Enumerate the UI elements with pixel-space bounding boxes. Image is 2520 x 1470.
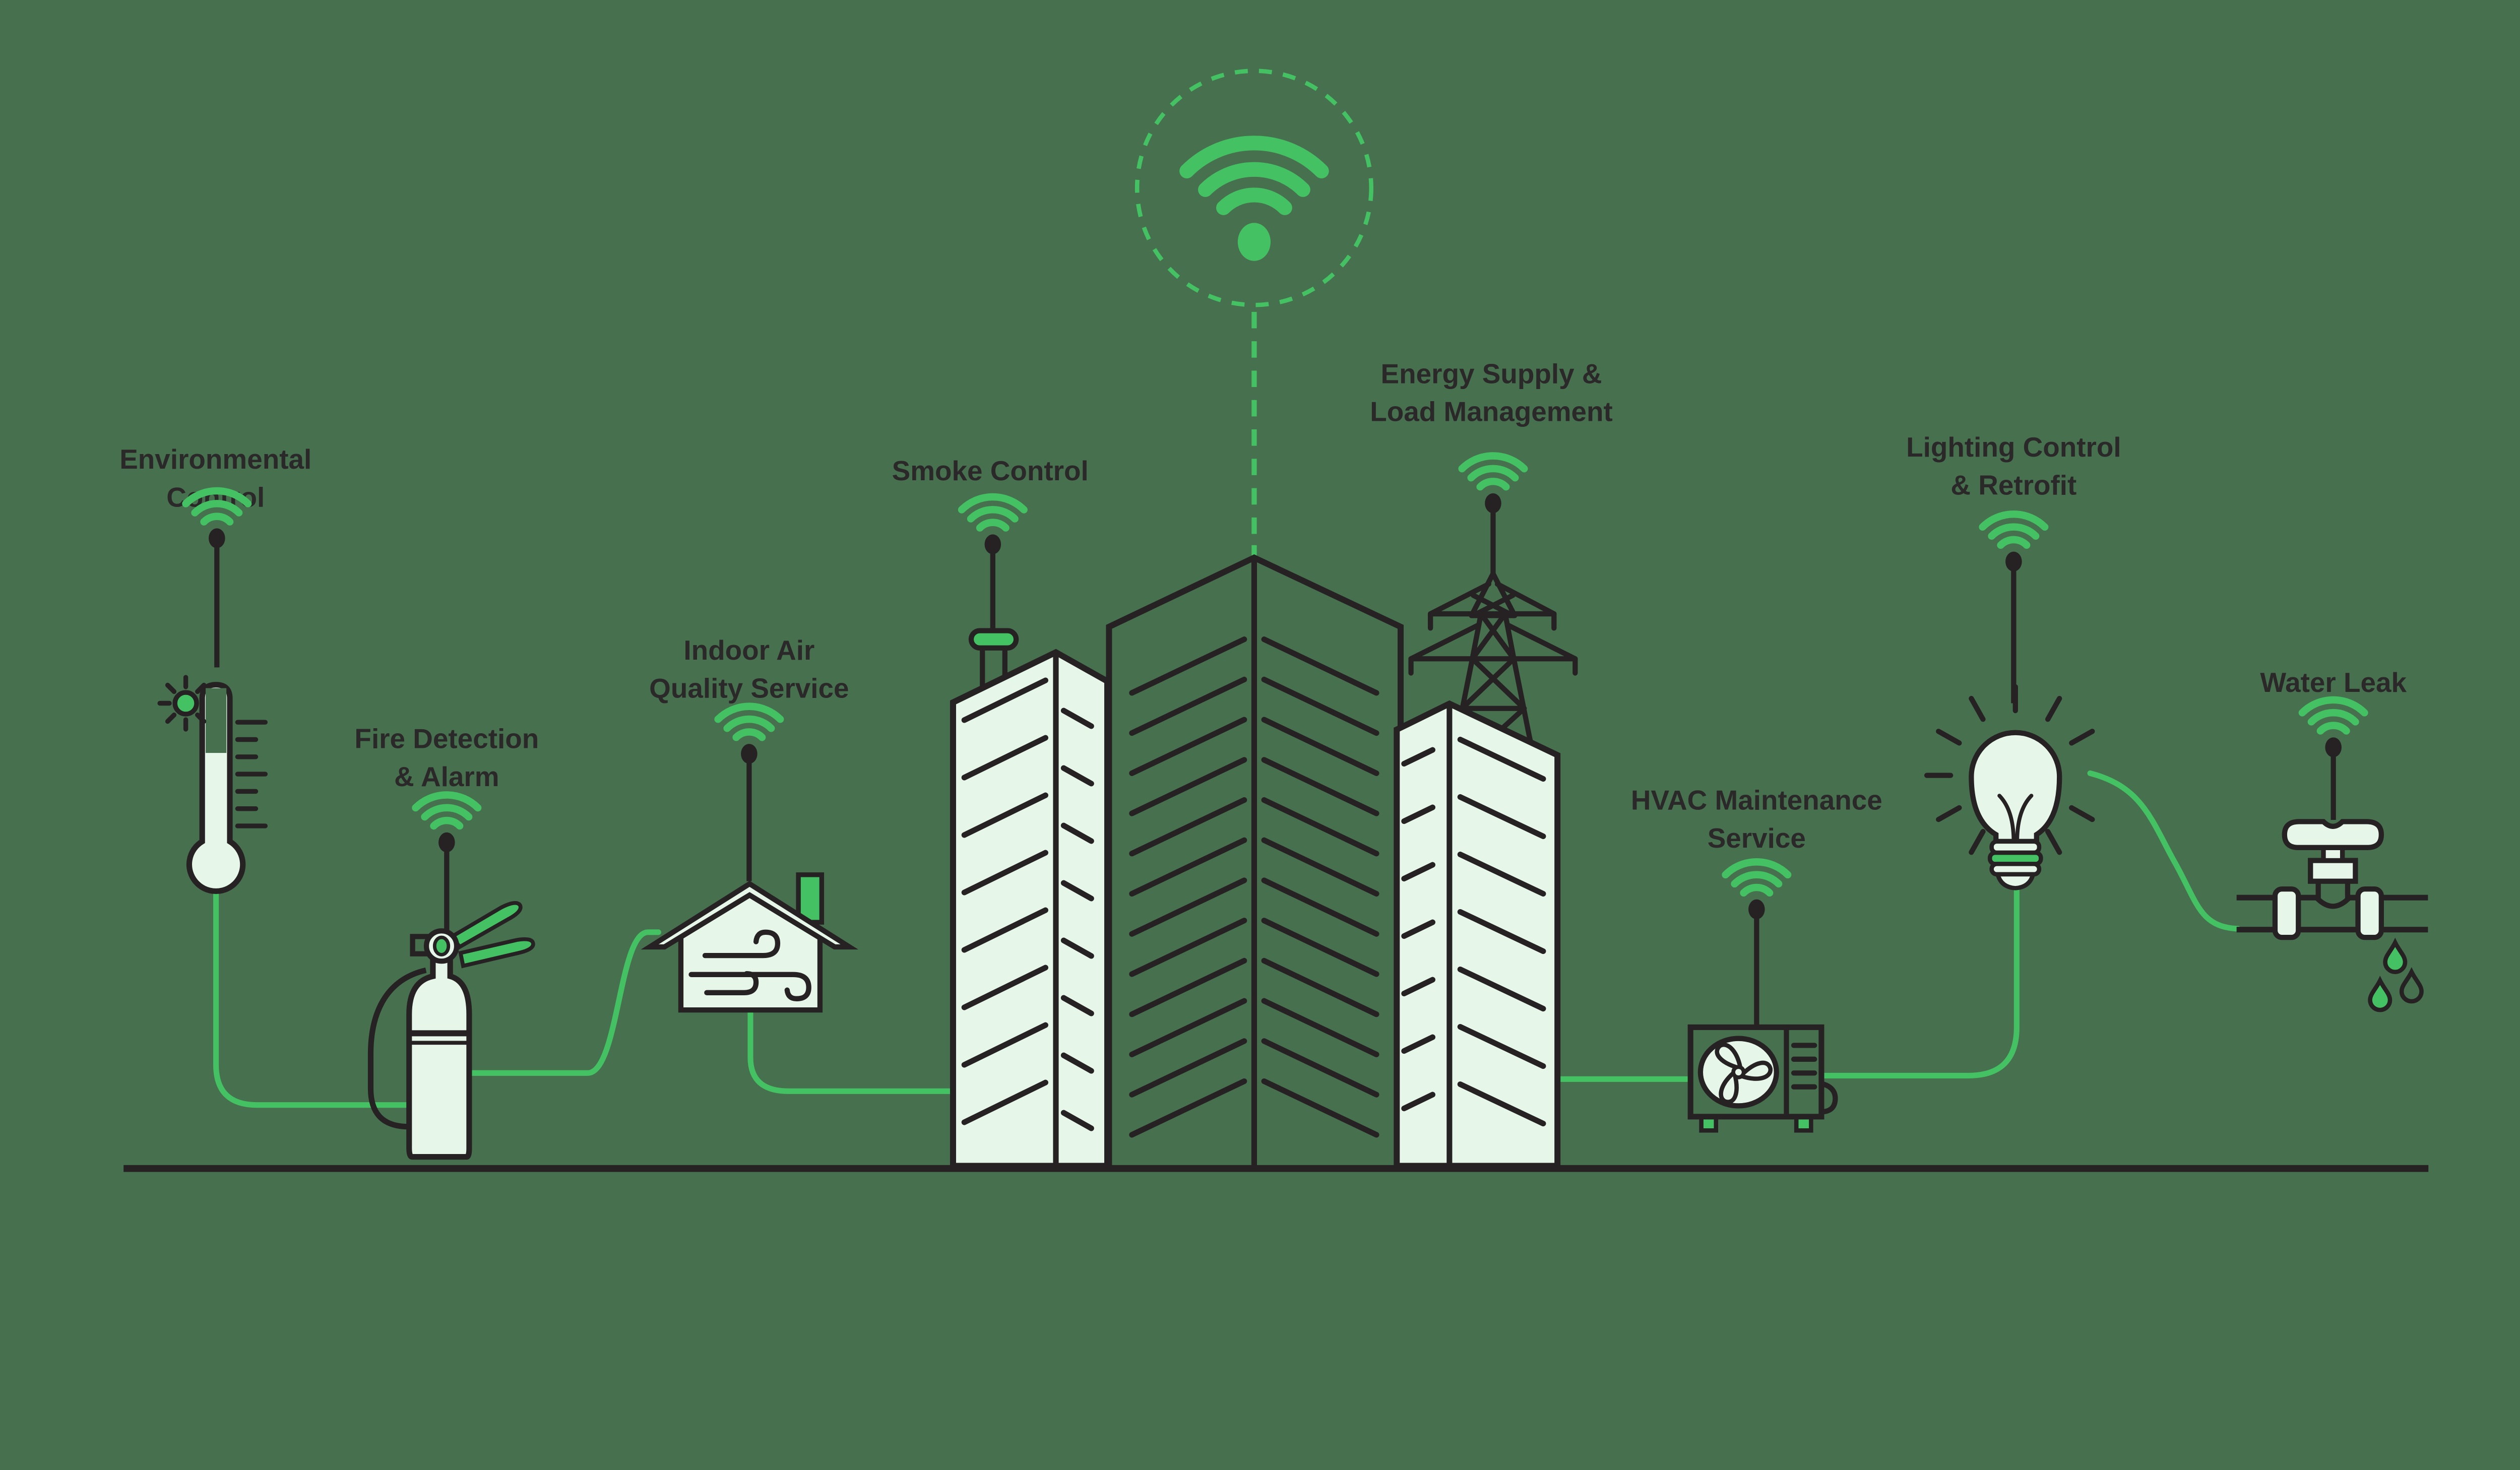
water-valve-icon (2236, 819, 2428, 1010)
extinguisher-lever-top (449, 901, 523, 949)
dashed-circle (1135, 69, 1374, 307)
thermometer-ticks (235, 720, 268, 828)
label-indoor-air-2: Quality Service (649, 672, 849, 704)
airflow-swirls (688, 929, 811, 1001)
building-right-stripes (1401, 736, 1546, 1127)
light-bulb-icon (1924, 684, 2095, 890)
wifi-hub (1135, 69, 1374, 559)
bulb-globe (1969, 730, 2062, 844)
label-fire-detection-2: & Alarm (394, 761, 499, 792)
label-environmental-control-1: Environmental (119, 443, 311, 475)
house-airflow-icon (641, 872, 859, 1013)
label-lighting-1: Lighting Control (1906, 431, 2121, 463)
service-wifi-markers (186, 456, 2365, 1025)
building-vent-icon (968, 628, 1019, 690)
connector-lines (213, 770, 2241, 1108)
infographic-canvas: Environmental Control Fire Detection & A… (119, 69, 2429, 1172)
extinguisher-tank (406, 956, 472, 1160)
label-environmental-control-2: Control (166, 481, 265, 513)
thermometer-icon (157, 675, 268, 894)
bulb-filament (1997, 794, 2034, 842)
bulb-base-tip (1995, 872, 2036, 890)
hvac-vents (1791, 1043, 1817, 1090)
wire-extinguisher-house (466, 929, 661, 1076)
label-smoke-control: Smoke Control (892, 455, 1089, 486)
label-energy-supply-2: Load Management (1370, 396, 1613, 427)
building-left-body (950, 649, 1110, 1169)
hvac-unit-icon (1687, 1024, 1838, 1133)
label-energy-supply-1: Energy Supply & (1381, 358, 1602, 389)
building-left-stripes (961, 677, 1094, 1131)
sun-icon (157, 675, 207, 732)
label-water-leak: Water Leak (2260, 667, 2407, 698)
wire-thermo-extinguisher (213, 886, 414, 1108)
valve-flange (2308, 858, 2358, 884)
bulb-rays (1924, 684, 2095, 855)
fire-extinguisher-icon (367, 901, 535, 1160)
label-fire-detection-1: Fire Detection (354, 723, 539, 754)
fan-icon (1715, 1042, 1773, 1104)
label-hvac-2: Service (1708, 822, 1806, 854)
label-hvac-1: HVAC Maintenance (1631, 784, 1882, 815)
pipe-coupling (2355, 886, 2384, 940)
hvac-pipe-handle (1819, 1080, 1838, 1115)
smart-building-diagram: Environmental Control Fire Detection & A… (119, 69, 2429, 1172)
thermometer-empty (206, 688, 227, 753)
valve-neck (2315, 880, 2351, 909)
wire-hvac-bulb (1817, 883, 2020, 1078)
label-indoor-air-1: Indoor Air (683, 634, 814, 666)
thermometer-body (186, 682, 246, 894)
valve-handle (2282, 819, 2384, 850)
wire-house-building (747, 1008, 958, 1094)
label-lighting-2: & Retrofit (1950, 469, 2076, 500)
building-right (1394, 700, 1561, 1169)
extinguisher-lever-bottom (458, 937, 535, 969)
building-left (950, 628, 1110, 1169)
labels: Environmental Control Fire Detection & A… (119, 358, 2407, 853)
wifi-icon (1179, 136, 1329, 261)
house-roof (641, 880, 859, 950)
extinguisher-hose (367, 967, 427, 1130)
building-right-body (1394, 700, 1561, 1169)
wire-bulb-pipe (2087, 770, 2241, 932)
building-center-stripes (1129, 636, 1379, 1138)
pipe-coupling (2272, 886, 2301, 940)
